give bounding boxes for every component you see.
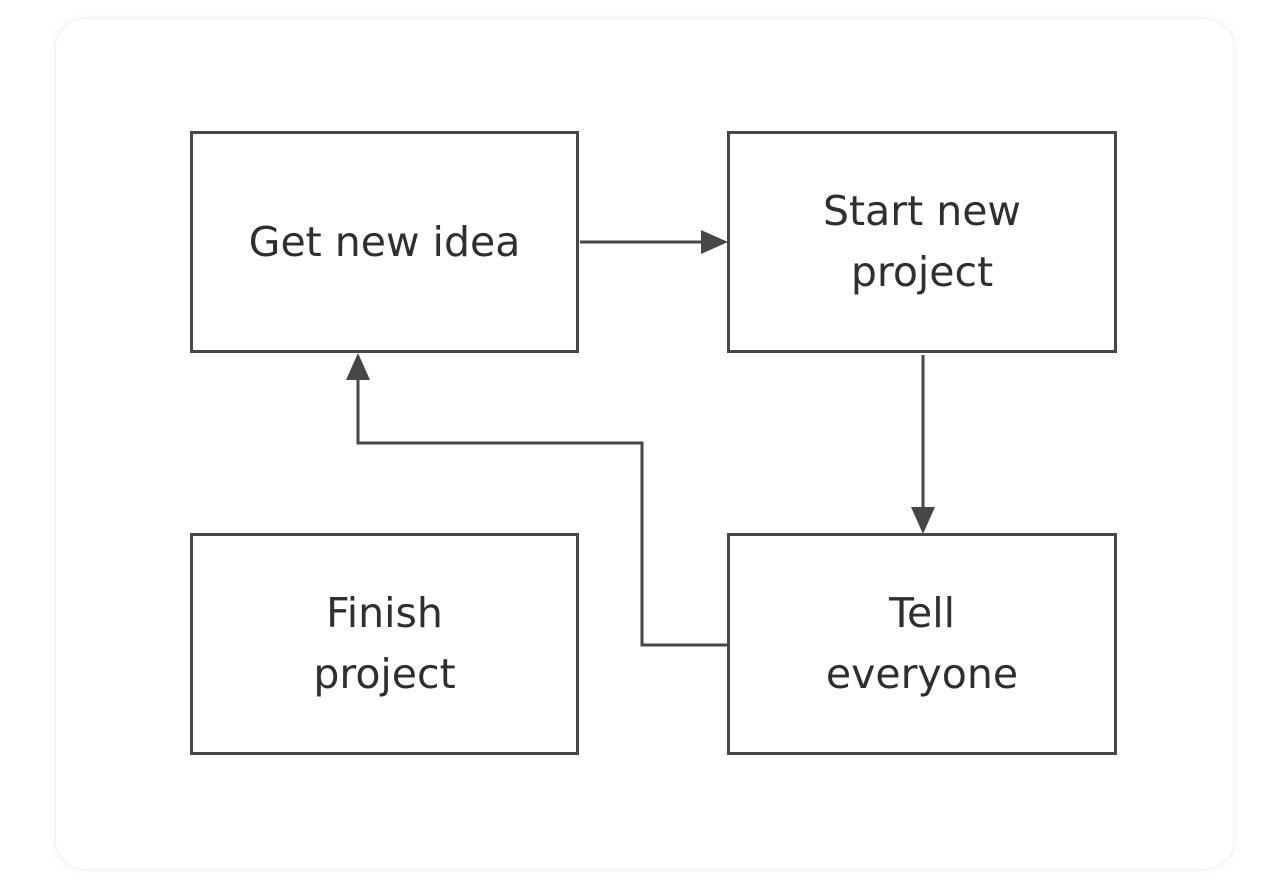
node-start-new-project: Start new project — [727, 131, 1117, 353]
node-finish-project: Finish project — [190, 533, 579, 755]
node-label: Start new project — [823, 187, 1021, 296]
node-label: Finish project — [313, 589, 456, 698]
node-label: Get new idea — [248, 217, 521, 266]
node-get-new-idea: Get new idea — [190, 131, 579, 353]
node-tell-everyone: Tell everyone — [727, 533, 1117, 755]
node-label: Tell everyone — [825, 589, 1019, 698]
